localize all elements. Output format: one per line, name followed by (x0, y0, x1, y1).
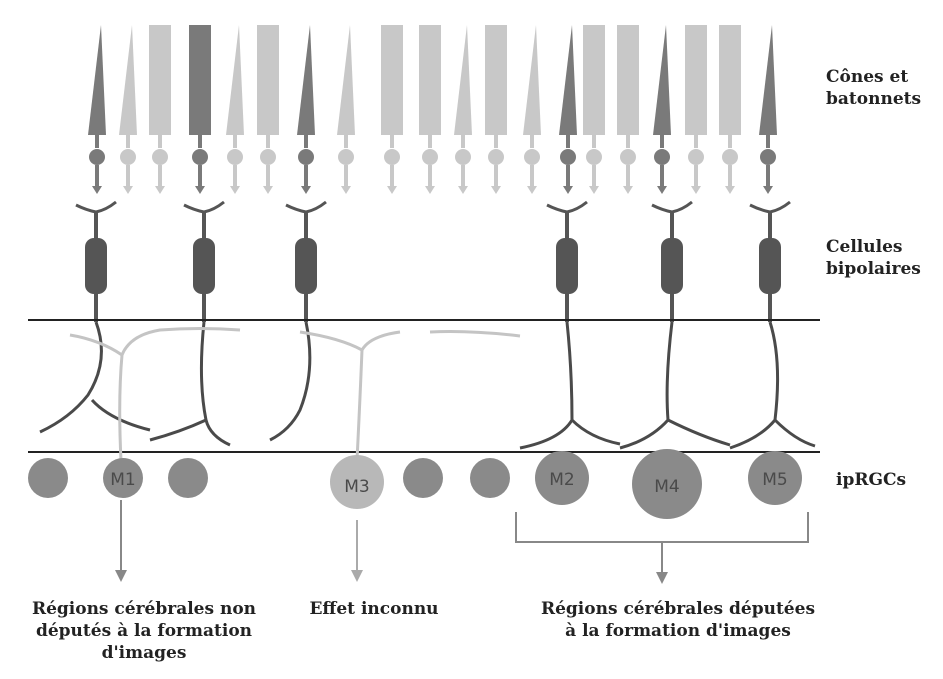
bipolar-label-line2: bipolaires (826, 258, 921, 280)
axon-11 (775, 420, 815, 446)
rod-photoreceptor-15 (583, 25, 605, 194)
photoreceptor-layer (88, 25, 777, 194)
rod-photoreceptor-18 (685, 25, 707, 194)
cone-photoreceptor-13 (523, 25, 541, 194)
cone-photoreceptor-11 (454, 25, 472, 194)
dendrite-5 (430, 332, 520, 337)
rod-photoreceptor-9 (381, 25, 403, 194)
bipolar-cell-3 (286, 202, 326, 322)
image-forming-output-arrow (656, 542, 668, 584)
non-image-line2: députés à la formation (8, 620, 280, 642)
axon-9 (668, 420, 730, 445)
bipolar-cell-1 (76, 202, 116, 322)
non-image-line1: Régions cérébrales non (8, 598, 280, 620)
non-image-line3: d'images (8, 642, 280, 664)
m1-output-arrow (115, 500, 127, 582)
image-line2: à la formation d'images (508, 620, 848, 642)
rgc-3 (168, 458, 208, 498)
m1-label: M1 (110, 470, 135, 490)
rgc-6 (470, 458, 510, 498)
axon-7 (572, 420, 620, 444)
axon-10 (730, 322, 778, 448)
dendrite-2 (70, 335, 122, 355)
axon-1 (40, 322, 101, 432)
ipRGC-layer (28, 449, 802, 519)
cone-photoreceptor-17 (653, 25, 671, 194)
axon-6 (520, 322, 572, 448)
cone-photoreceptor-5 (226, 25, 244, 194)
ipRGC-dendrites (40, 322, 815, 460)
rgc-5 (403, 458, 443, 498)
cone-photoreceptor-2 (119, 25, 137, 194)
m3-label: M3 (344, 477, 369, 497)
iprgc-label: ipRGCs (836, 469, 906, 491)
m3-output-arrow (351, 520, 363, 582)
bipolar-label: Cellules bipolaires (826, 236, 921, 280)
bipolar-layer (76, 202, 790, 322)
rgc-1 (28, 458, 68, 498)
unknown-effect-label: Effet inconnu (293, 598, 455, 620)
axon-4 (150, 420, 206, 440)
rod-photoreceptor-4 (189, 25, 211, 194)
cone-photoreceptor-14 (559, 25, 577, 194)
cone-photoreceptor-7 (297, 25, 315, 194)
cones-rods-label-line2: batonnets (826, 88, 921, 110)
bipolar-cell-6 (750, 202, 790, 322)
non-image-forming-label: Régions cérébrales non députés à la form… (8, 598, 280, 664)
rod-photoreceptor-6 (257, 25, 279, 194)
cones-rods-label: Cônes et batonnets (826, 66, 921, 110)
image-forming-label: Régions cérébrales députées à la formati… (508, 598, 848, 642)
cone-photoreceptor-20 (759, 25, 777, 194)
image-line1: Régions cérébrales députées (508, 598, 848, 620)
axon-8 (620, 322, 672, 448)
rod-photoreceptor-12 (485, 25, 507, 194)
bipolar-cell-4 (547, 202, 587, 322)
cones-rods-label-line1: Cônes et (826, 66, 921, 88)
m5-label: M5 (762, 470, 787, 490)
cone-photoreceptor-8 (337, 25, 355, 194)
bipolar-label-line1: Cellules (826, 236, 921, 258)
m2-label: M2 (549, 470, 574, 490)
rod-photoreceptor-10 (419, 25, 441, 194)
bipolar-cell-5 (652, 202, 692, 322)
axon-5 (270, 322, 310, 440)
rod-photoreceptor-16 (617, 25, 639, 194)
bipolar-cell-2 (184, 202, 224, 322)
cone-photoreceptor-1 (88, 25, 106, 194)
rod-photoreceptor-19 (719, 25, 741, 194)
m4-label: M4 (654, 477, 679, 497)
axon-3 (201, 322, 230, 445)
dendrite-3 (357, 332, 400, 460)
rod-photoreceptor-3 (149, 25, 171, 194)
